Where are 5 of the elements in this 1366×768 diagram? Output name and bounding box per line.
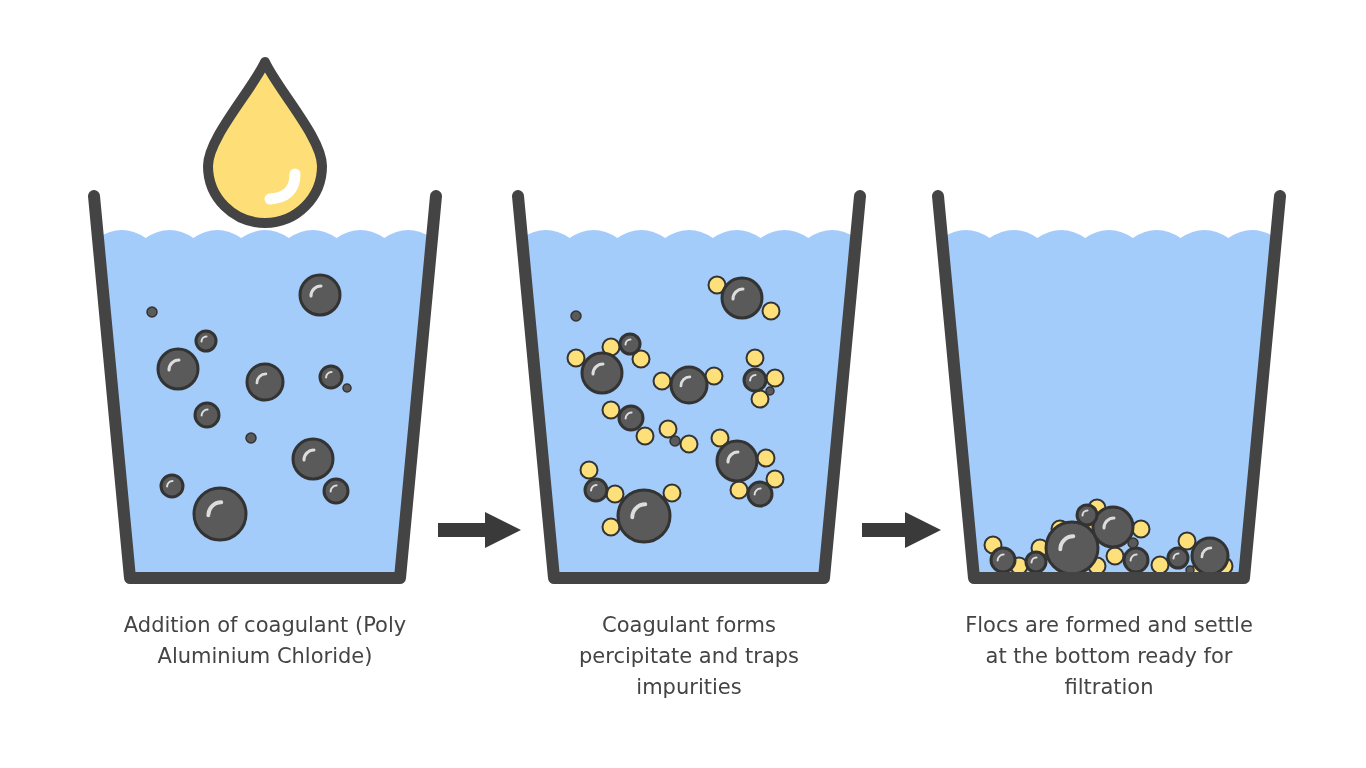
step-caption: Addition of coagulant (Poly Aluminium Chloride) [122, 612, 408, 670]
arrow [438, 511, 522, 549]
step-caption: Flocs are formed and settle at the bottom ready for filtration [964, 612, 1254, 701]
arrow [862, 511, 942, 549]
step-caption: Coagulant forms percipitate and traps impurities [577, 612, 801, 701]
